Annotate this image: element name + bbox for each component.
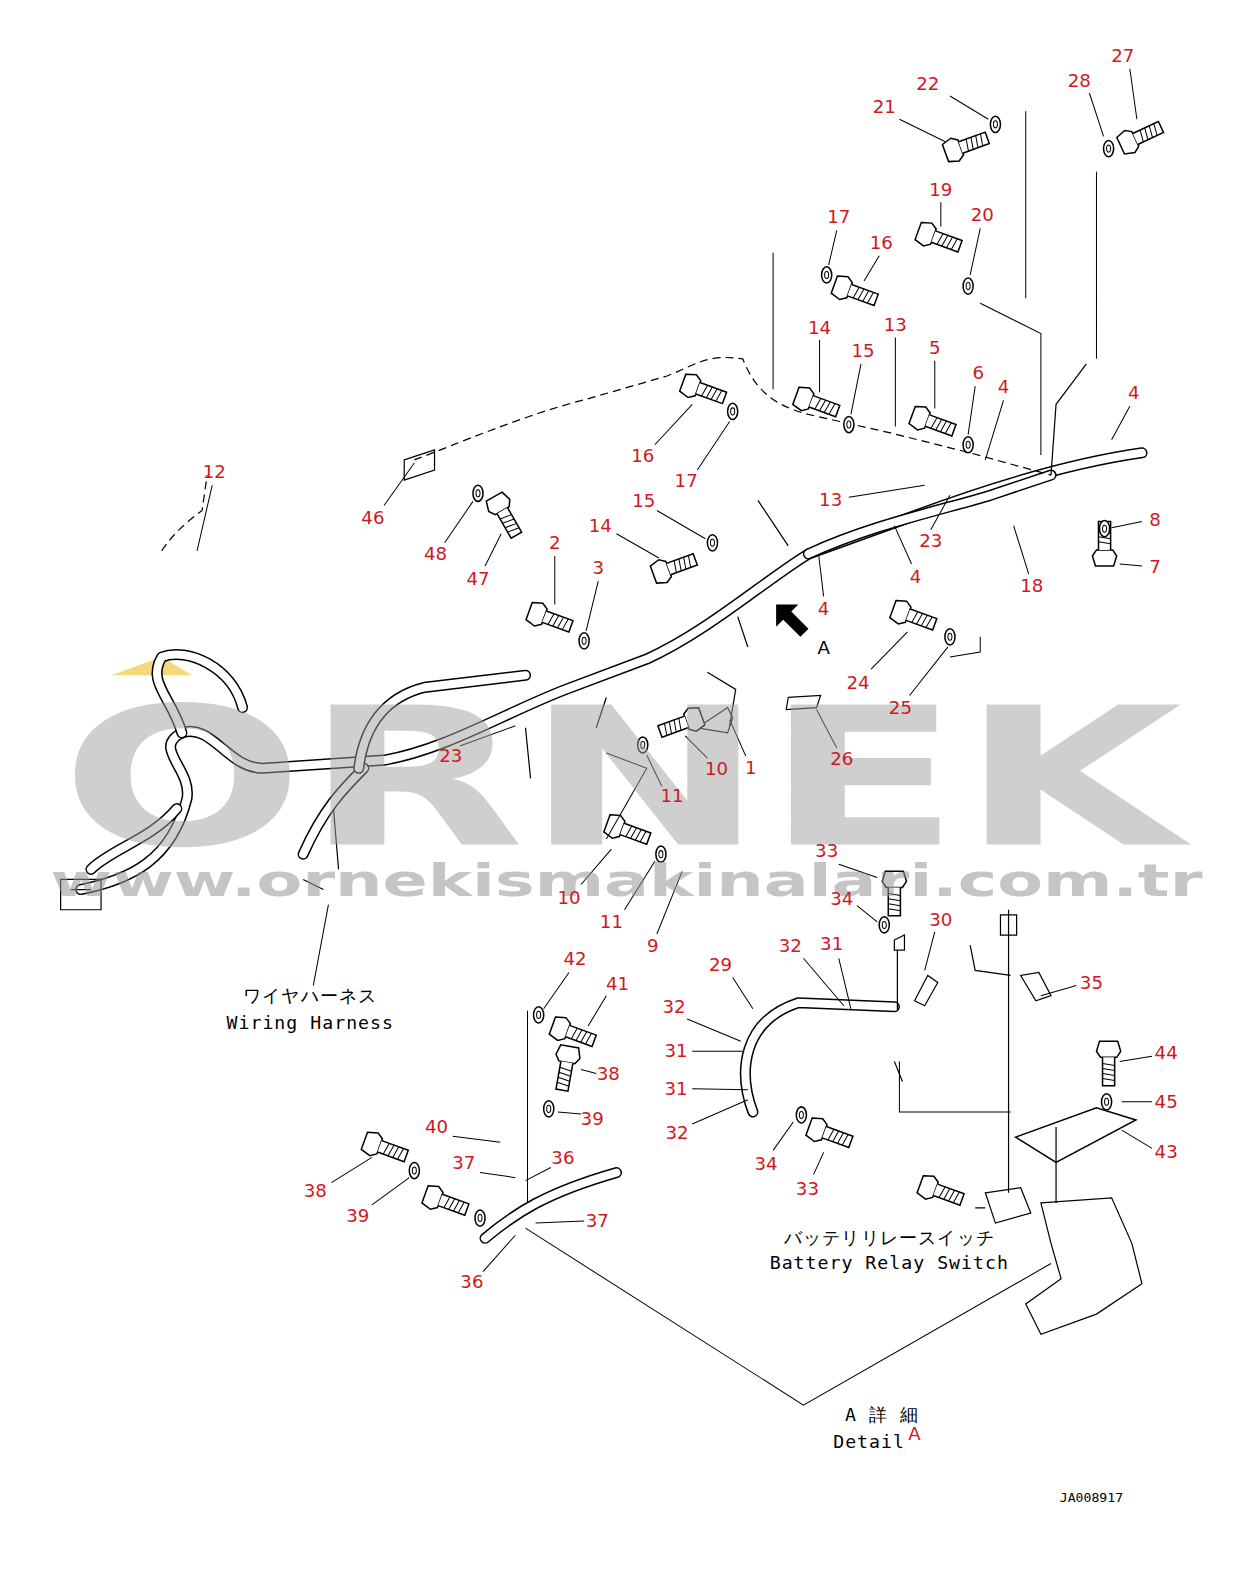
callout-number: 15 xyxy=(632,490,655,510)
callout-number: 17 xyxy=(675,471,698,491)
caption: バッテリリレースイッチ xyxy=(784,1228,995,1248)
callout-number: 3 xyxy=(592,558,604,578)
callout-number: 6 xyxy=(972,363,984,383)
callout-number: 21 xyxy=(873,97,896,117)
callout-number: 31 xyxy=(820,934,843,954)
callout-number: 33 xyxy=(796,1179,819,1199)
callout-number: 25 xyxy=(889,698,912,718)
callout-number: 34 xyxy=(830,889,853,909)
callout-number: 4 xyxy=(998,377,1010,397)
callout-number: 8 xyxy=(1149,510,1161,530)
callout-number: 4 xyxy=(1128,383,1140,403)
callout-number: 19 xyxy=(929,180,952,200)
callout-number: 32 xyxy=(666,1123,689,1143)
callout-number: 22 xyxy=(916,74,939,94)
callout-number: 38 xyxy=(304,1181,327,1201)
callout-number: 5 xyxy=(929,338,941,358)
callout-number: 36 xyxy=(460,1272,483,1292)
callout-number: 10 xyxy=(557,888,580,908)
callout-number: 31 xyxy=(664,1041,687,1061)
callout-number: 23 xyxy=(919,531,942,551)
callout-number: 42 xyxy=(563,949,586,969)
callout-number: 9 xyxy=(647,936,659,956)
callout-number: 13 xyxy=(884,314,907,334)
callout-number: 37 xyxy=(452,1152,475,1172)
callout-number: 20 xyxy=(971,205,994,225)
callout-number: 16 xyxy=(870,233,893,253)
drawing-code: JA008917 xyxy=(1060,1491,1123,1505)
callout-number: 47 xyxy=(466,569,489,589)
callout-number: 34 xyxy=(754,1153,777,1173)
callout-number: 7 xyxy=(1149,557,1161,577)
callout-number: 33 xyxy=(815,841,838,861)
callout-number: 40 xyxy=(425,1117,448,1137)
caption: Battery Relay Switch xyxy=(770,1253,1009,1273)
watermark: ORNEK xyxy=(61,673,1183,884)
callout-number: A xyxy=(908,1423,920,1443)
callout-number: 36 xyxy=(551,1147,574,1167)
callout-number: 44 xyxy=(1155,1043,1178,1063)
callout-number: 39 xyxy=(581,1109,604,1129)
callout-number: 31 xyxy=(664,1079,687,1099)
callout-number: 18 xyxy=(1020,576,1043,596)
callout-number: 37 xyxy=(586,1211,609,1231)
callout-number: 46 xyxy=(361,508,384,528)
callout-number: 43 xyxy=(1155,1141,1178,1161)
callout-number: 29 xyxy=(709,954,732,974)
callout-number: 11 xyxy=(660,786,683,806)
caption: A 詳 細 xyxy=(845,1405,919,1425)
callout-number: 12 xyxy=(203,462,226,482)
callout-number: 13 xyxy=(819,489,842,509)
callout-number: 41 xyxy=(606,974,629,994)
view-letter: A xyxy=(817,638,829,658)
caption: ワイヤハーネス xyxy=(243,986,377,1006)
callout-number: 32 xyxy=(662,997,685,1017)
callout-number: 38 xyxy=(597,1064,620,1084)
callout-number: 14 xyxy=(589,516,612,536)
callout-number: 14 xyxy=(808,318,831,338)
caption: Wiring Harness xyxy=(227,1013,394,1033)
callout-number: 17 xyxy=(827,207,850,227)
caption: Detail xyxy=(833,1431,905,1451)
callout-number: 30 xyxy=(929,910,952,930)
callout-number: 24 xyxy=(846,673,869,693)
callout-number: 16 xyxy=(631,446,654,466)
callout-number: 48 xyxy=(424,544,447,564)
callout-number: 28 xyxy=(1068,71,1091,91)
callout-number: 1 xyxy=(745,758,757,778)
callout-number: 35 xyxy=(1080,973,1103,993)
callout-number: 39 xyxy=(346,1206,369,1226)
callout-number: 4 xyxy=(818,599,830,619)
callout-number: 23 xyxy=(439,746,462,766)
arrow-a xyxy=(776,604,808,636)
callout-number: 11 xyxy=(600,912,623,932)
callout-number: 32 xyxy=(779,936,802,956)
callout-number: 45 xyxy=(1155,1092,1178,1112)
callout-number: 2 xyxy=(549,533,561,553)
callout-number: 15 xyxy=(851,341,874,361)
watermark-url: www.ornekismakinalari.com.tr xyxy=(51,857,1203,906)
callout-number: 26 xyxy=(830,749,853,769)
callout-number: 4 xyxy=(910,567,922,587)
callout-number: 10 xyxy=(705,759,728,779)
callout-number: 27 xyxy=(1111,46,1134,66)
